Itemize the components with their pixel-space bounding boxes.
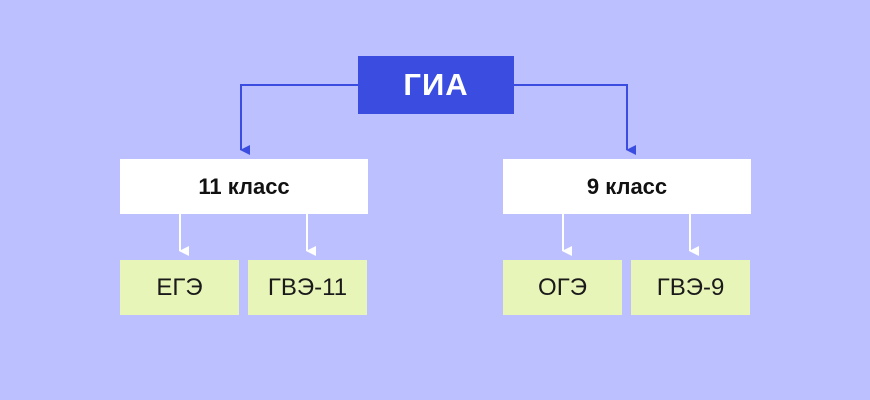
grade-9-label: 9 класс: [586, 173, 668, 199]
exam-node-gve11: ГВЭ-11: [248, 260, 367, 315]
connector-root-to-grade9: [514, 84, 636, 155]
exam-node-gve9: ГВЭ-9: [631, 260, 750, 315]
grade-11-label: 11 класс: [198, 173, 290, 199]
root-node-label: ГИА: [403, 67, 469, 102]
root-node-gia: ГИА: [358, 56, 514, 114]
exam-label-gve9: ГВЭ-9: [656, 273, 725, 301]
exam-node-oge: ОГЭ: [503, 260, 622, 315]
connector-root-to-grade11: [240, 84, 358, 155]
exam-label-gve11: ГВЭ-11: [267, 273, 348, 301]
exam-node-ege: ЕГЭ: [120, 260, 239, 315]
exam-label-oge: ОГЭ: [538, 273, 587, 301]
grade-9-node: 9 класс: [503, 159, 751, 214]
exam-label-ege: ЕГЭ: [156, 273, 203, 301]
grade-11-node: 11 класс: [120, 159, 368, 214]
